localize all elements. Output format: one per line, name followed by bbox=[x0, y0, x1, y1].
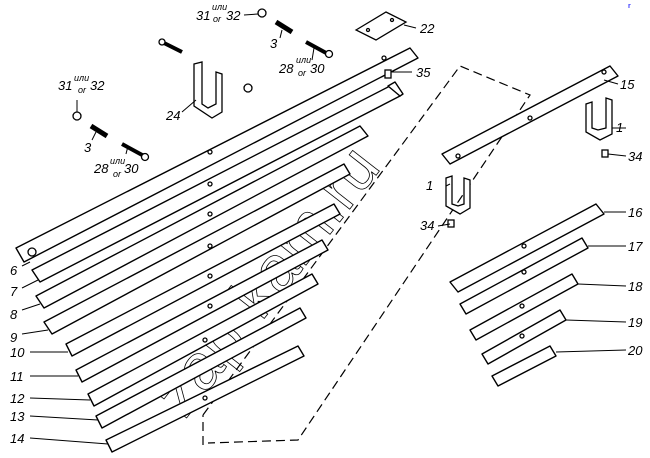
label-20: 20 bbox=[627, 343, 643, 358]
label-13: 13 bbox=[10, 409, 25, 424]
u-bolt-24 bbox=[193, 61, 223, 119]
label-12: 12 bbox=[10, 391, 25, 406]
label-35: 35 bbox=[416, 65, 431, 80]
pin-3-top bbox=[274, 19, 294, 35]
label-8: 8 bbox=[10, 307, 18, 322]
leaf-11 bbox=[75, 239, 329, 383]
leaf-15 bbox=[441, 65, 619, 165]
label-7: 7 bbox=[10, 284, 18, 299]
label-16: 16 bbox=[628, 205, 643, 220]
label-22: 22 bbox=[419, 21, 435, 36]
nut-middle bbox=[243, 83, 253, 93]
label-1-lower: 1 bbox=[426, 178, 433, 193]
label-3-left: 3 bbox=[84, 140, 92, 155]
svg-text:30: 30 bbox=[310, 61, 325, 76]
svg-text:или: или bbox=[296, 55, 311, 65]
u-bolt-1-lower bbox=[445, 175, 471, 215]
u-bolt-1-upper bbox=[585, 97, 613, 141]
bolt-34-upper bbox=[601, 149, 609, 158]
leaf-8 bbox=[35, 125, 369, 309]
label-28-or-30-top: 28 или or 30 bbox=[278, 55, 325, 78]
label-3-top: 3 bbox=[270, 36, 278, 51]
nut-left bbox=[72, 111, 82, 121]
pin-3-left bbox=[89, 123, 109, 139]
grouping-dashed-outline bbox=[202, 65, 531, 445]
svg-text:28: 28 bbox=[93, 161, 109, 176]
label-24: 24 bbox=[165, 108, 180, 123]
label-6: 6 bbox=[10, 263, 18, 278]
leaf-9 bbox=[43, 163, 351, 335]
svg-text:или: или bbox=[212, 2, 227, 12]
svg-text:or: or bbox=[213, 14, 222, 24]
corner-mark: r bbox=[628, 3, 631, 10]
label-15: 15 bbox=[620, 77, 635, 92]
svg-text:31: 31 bbox=[196, 8, 210, 23]
svg-text:32: 32 bbox=[90, 78, 105, 93]
leaf-20 bbox=[491, 345, 557, 387]
bolt-28-30-top bbox=[305, 40, 334, 59]
leader-lines bbox=[21, 13, 627, 445]
svg-text:или: или bbox=[74, 73, 89, 83]
label-31-or-32-left: 31 или or 32 bbox=[58, 73, 105, 95]
svg-text:32: 32 bbox=[226, 8, 241, 23]
svg-text:28: 28 bbox=[278, 61, 294, 76]
label-31-or-32-top: 31 или or 32 bbox=[196, 2, 241, 24]
svg-text:30: 30 bbox=[124, 161, 139, 176]
leaf-13 bbox=[95, 307, 307, 429]
label-11: 11 bbox=[10, 369, 24, 384]
label-28-or-30-left: 28 или or 30 bbox=[93, 156, 139, 179]
svg-text:или: или bbox=[110, 156, 125, 166]
plate-22 bbox=[354, 11, 408, 41]
label-34-lower: 34 bbox=[420, 218, 434, 233]
leaf-14 bbox=[105, 345, 305, 453]
svg-text:or: or bbox=[78, 85, 87, 95]
label-34-upper: 34 bbox=[628, 149, 642, 164]
leaf-16 bbox=[449, 203, 605, 293]
bolt-top-left bbox=[158, 38, 183, 54]
leaf-10 bbox=[65, 203, 341, 357]
bolt-28-30-left bbox=[121, 142, 150, 162]
svg-text:or: or bbox=[298, 68, 307, 78]
label-17: 17 bbox=[628, 239, 643, 254]
leaf-17 bbox=[459, 237, 589, 315]
leaf-7 bbox=[31, 81, 404, 283]
label-19: 19 bbox=[628, 315, 642, 330]
bolt-34-lower bbox=[447, 219, 455, 228]
svg-text:31: 31 bbox=[58, 78, 72, 93]
label-18: 18 bbox=[628, 279, 643, 294]
bolt-35 bbox=[384, 69, 392, 79]
label-10: 10 bbox=[10, 345, 25, 360]
label-14: 14 bbox=[10, 431, 24, 446]
svg-text:or: or bbox=[113, 169, 122, 179]
label-9: 9 bbox=[10, 330, 17, 345]
nut-top bbox=[257, 8, 267, 18]
label-1-upper: 1 bbox=[616, 120, 623, 135]
leaf-6 bbox=[15, 47, 419, 263]
